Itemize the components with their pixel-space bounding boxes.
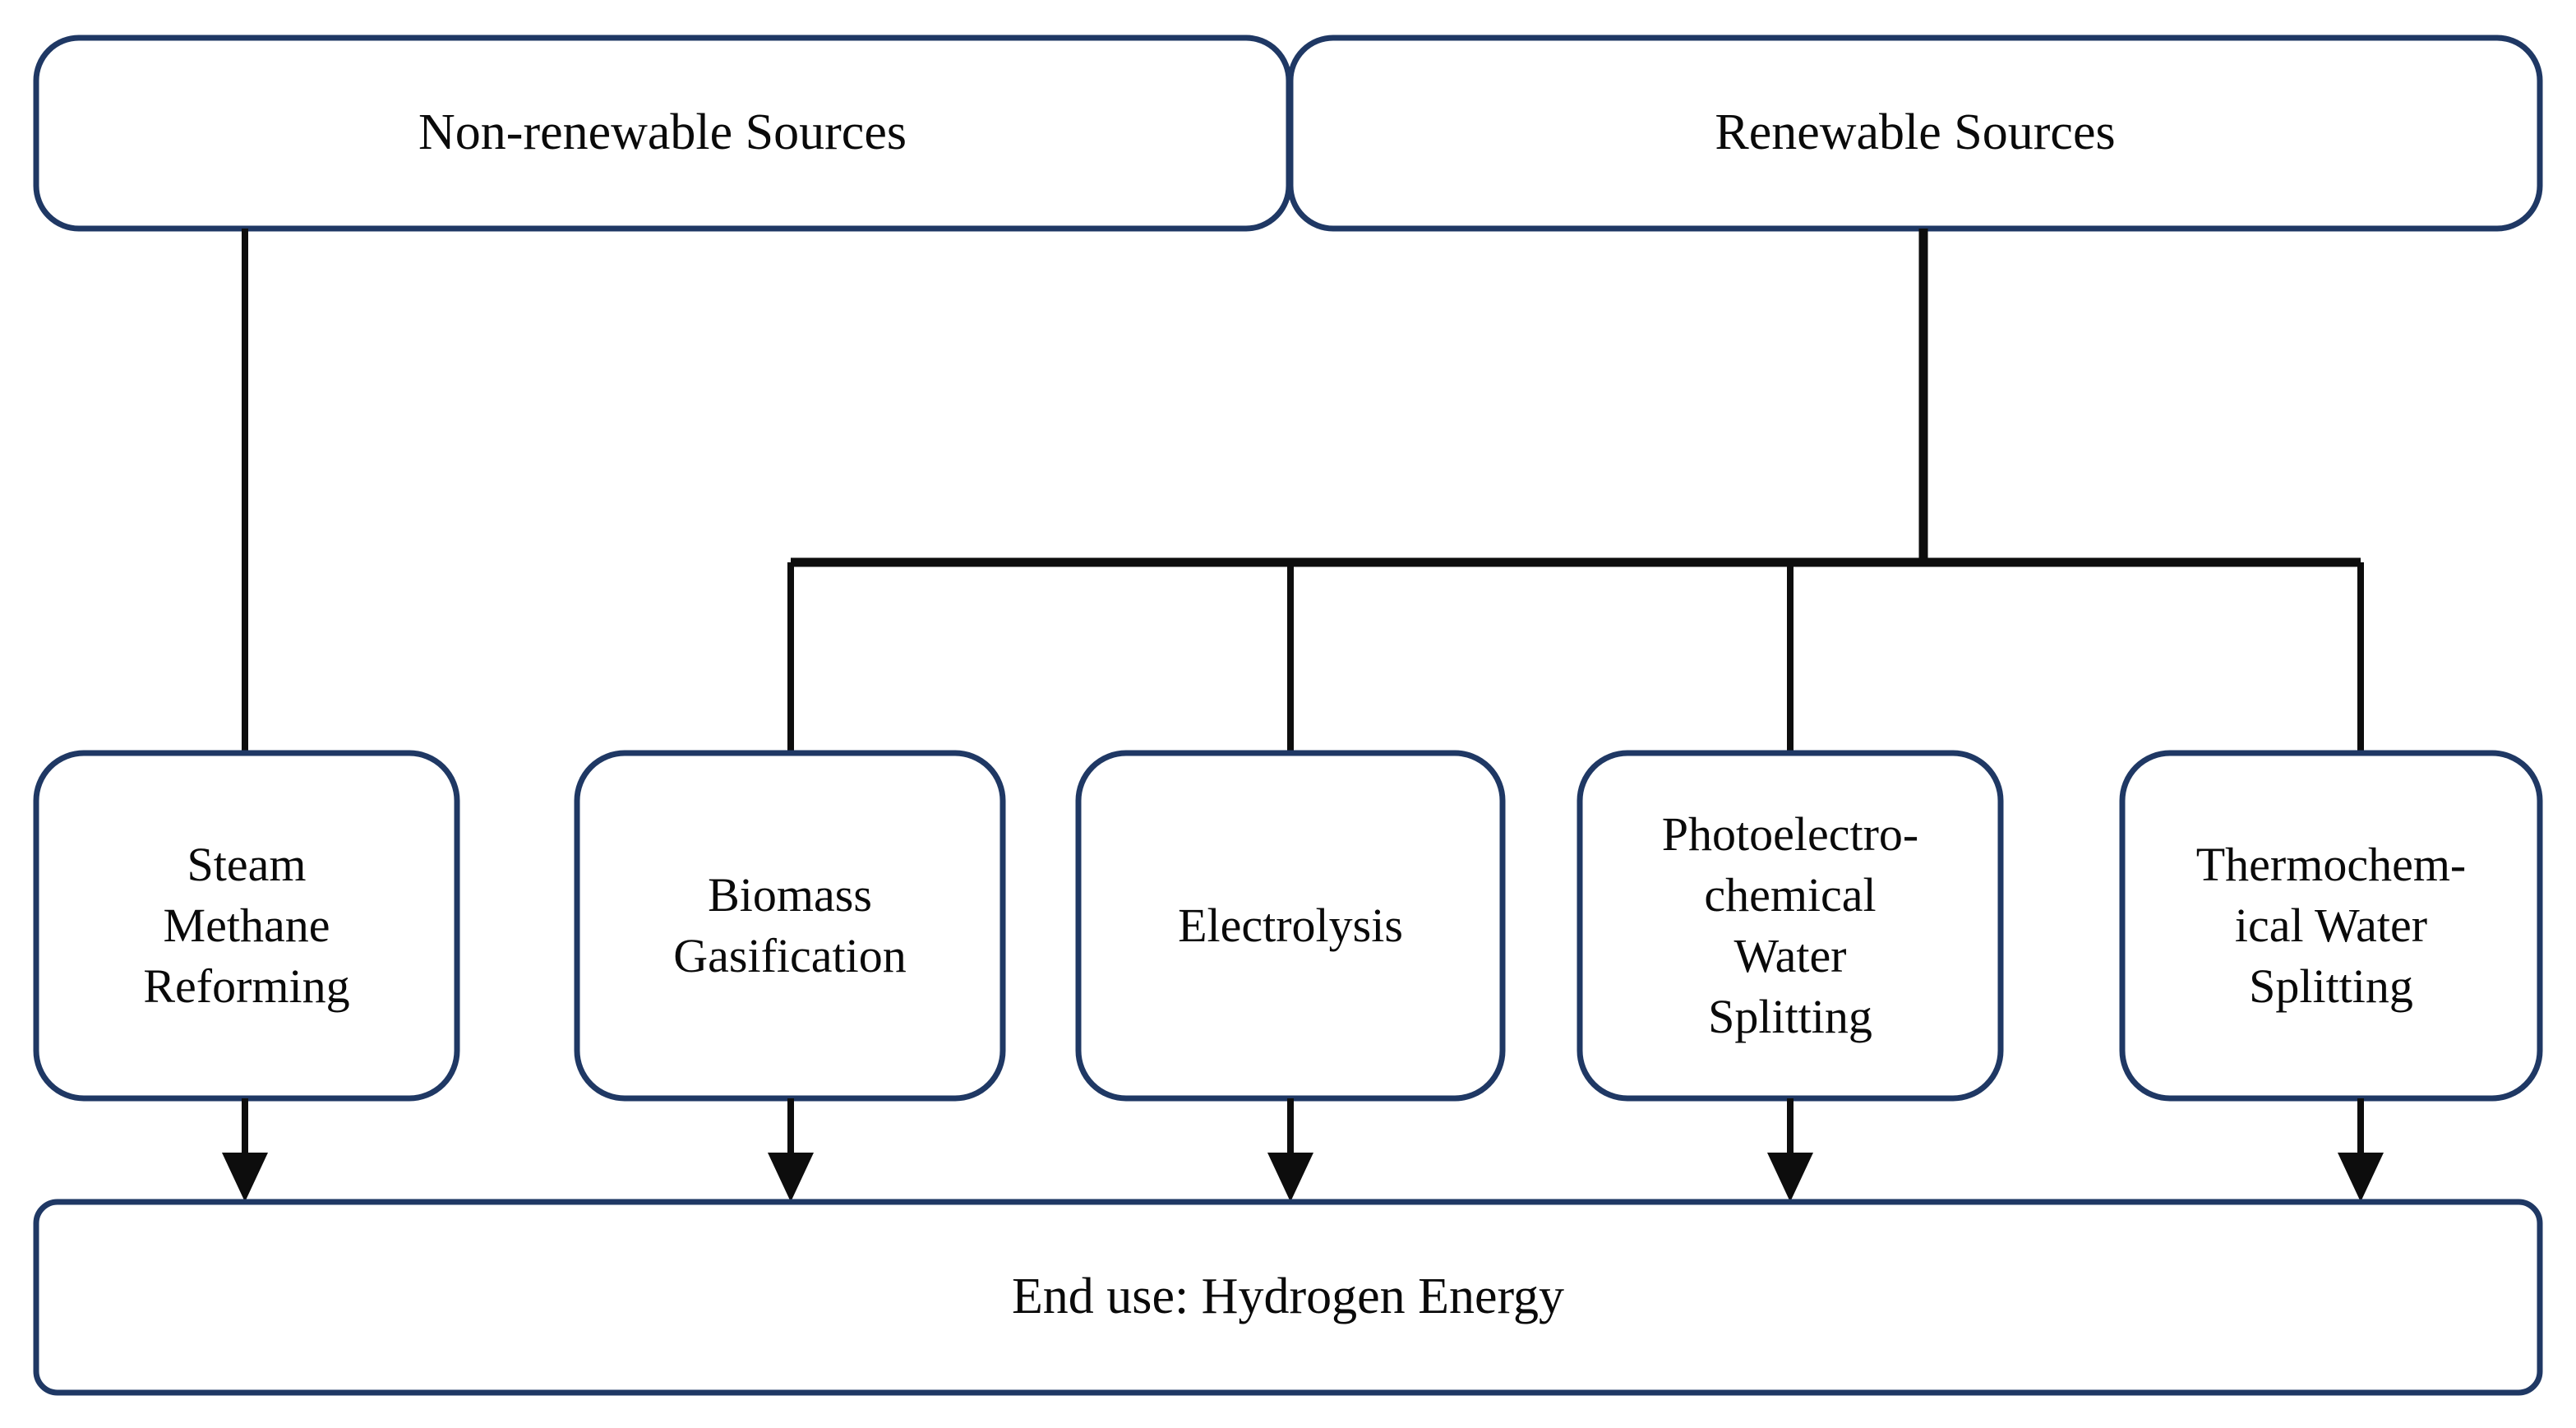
node-non-renewable-sources[interactable] bbox=[33, 35, 1292, 232]
node-thermochemical-water-splitting[interactable] bbox=[2119, 750, 2543, 1102]
arrow-photoelectrochemical-to-enduse bbox=[1767, 1098, 1813, 1202]
arrow-thermochemical-to-enduse bbox=[2338, 1098, 2384, 1202]
node-renewable-sources[interactable] bbox=[1287, 35, 2543, 232]
arrow-electrolysis-to-enduse bbox=[1267, 1098, 1313, 1202]
node-steam-methane-reforming[interactable] bbox=[33, 750, 460, 1102]
node-electrolysis[interactable] bbox=[1075, 750, 1506, 1102]
arrow-smr-to-enduse bbox=[222, 1098, 268, 1202]
node-biomass-gasification[interactable] bbox=[574, 750, 1006, 1102]
node-photoelectrochemical-water-splitting[interactable] bbox=[1577, 750, 2004, 1102]
arrow-biomass-to-enduse bbox=[768, 1098, 814, 1202]
node-end-use[interactable] bbox=[33, 1199, 2543, 1396]
